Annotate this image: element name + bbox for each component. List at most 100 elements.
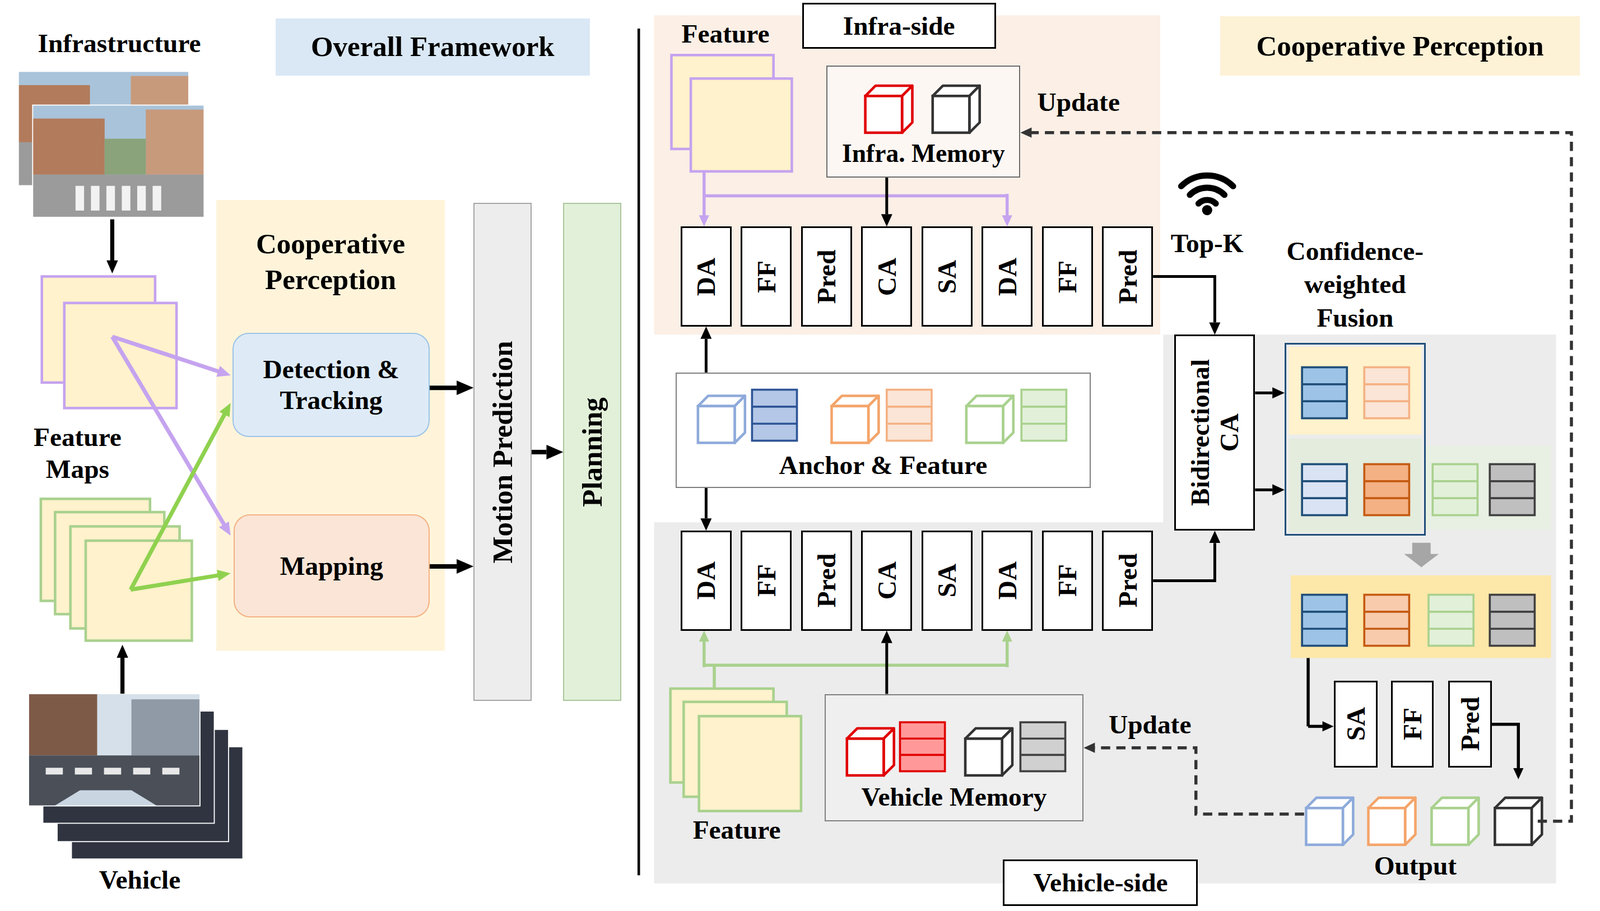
cube-side	[734, 395, 745, 443]
module-block: Pred	[801, 530, 853, 631]
module-block: FF	[1042, 226, 1093, 327]
photo-crosswalk	[75, 767, 93, 775]
module-block: Pred	[801, 226, 853, 327]
feature-stack	[1364, 463, 1409, 515]
feature-stack	[886, 389, 932, 441]
photo-building	[32, 118, 105, 175]
flow-wire	[1306, 657, 1310, 727]
connector-arrow	[885, 177, 888, 215]
flow-arrow-head	[1513, 768, 1524, 780]
cube-front	[865, 95, 903, 133]
feature-stack	[1489, 594, 1535, 646]
feature-arrow-head	[699, 215, 710, 227]
feature-stack-row	[1020, 737, 1065, 740]
node-label: Planning	[575, 397, 609, 508]
memory-box: Vehicle Memory	[824, 694, 1085, 822]
feature-stack-row	[1364, 496, 1409, 500]
flow-arrow	[1491, 724, 1519, 770]
merged-band	[1290, 575, 1551, 658]
module-block: Pred	[1101, 530, 1153, 631]
block-arrow	[1403, 542, 1439, 568]
feature-stack	[1021, 389, 1067, 441]
node-label: FF	[751, 260, 782, 293]
fusion-fill	[1288, 346, 1422, 435]
node-label: FF	[1397, 707, 1428, 741]
flow-arrow	[1308, 724, 1324, 728]
feature-stack-row	[1364, 383, 1409, 386]
feature-arrow-head	[219, 402, 231, 417]
cube-front	[1368, 807, 1406, 845]
cube-front	[1305, 807, 1343, 845]
update-arrow	[1094, 747, 1305, 815]
cube-front	[847, 738, 885, 776]
photo-frame	[32, 105, 204, 218]
photo-trees	[104, 138, 146, 175]
node-label: SA	[1340, 707, 1371, 742]
node-label: Anchor & Feature	[779, 449, 988, 481]
module-block: FF	[740, 226, 792, 327]
module-block: DA	[981, 226, 1033, 327]
feature-stack-row	[1301, 496, 1347, 500]
feature-stack-row	[1301, 400, 1347, 403]
feature-map	[699, 715, 802, 811]
feature-arrow	[702, 193, 706, 217]
feature-map	[690, 78, 792, 172]
cube-side	[1342, 797, 1353, 845]
title-band: Cooperative Perception	[1220, 16, 1580, 76]
flow-arrow-head	[106, 260, 118, 274]
cube-side	[1468, 797, 1479, 845]
feature-stack	[1364, 594, 1409, 646]
connector-arrow	[531, 449, 547, 455]
stage-bar: Motion Prediction	[473, 202, 532, 701]
box-heading: Confidence-weighted Fusion	[1271, 234, 1440, 335]
connector-arrow	[429, 385, 457, 390]
cube-front	[1431, 807, 1469, 845]
node-label: DA	[992, 561, 1023, 600]
wifi-arc	[1180, 175, 1234, 186]
cube-front	[1494, 807, 1532, 845]
node-label: CA	[871, 561, 902, 600]
feature-stack-row	[1489, 496, 1535, 500]
panel-heading: Vehicle-side	[1002, 859, 1198, 907]
update-arrow-head	[1083, 742, 1095, 753]
feature-stack	[1432, 463, 1478, 515]
feature-stack-row	[1301, 383, 1347, 386]
cube-side	[868, 395, 879, 443]
node-label: Pred	[1112, 249, 1143, 304]
photo-frame	[28, 693, 200, 806]
feature-stack-row	[900, 754, 946, 757]
connector-arrow	[885, 643, 888, 695]
cube-side	[901, 85, 913, 133]
module-block: DA	[680, 530, 732, 631]
feature-map	[64, 303, 177, 409]
cube-side	[883, 728, 894, 776]
feature-stack-row	[1432, 480, 1478, 483]
connector-arrow	[1152, 542, 1215, 581]
fusion-fill	[1425, 445, 1552, 530]
process-box: Detection & Tracking	[232, 332, 430, 437]
feature-stack-row	[1020, 754, 1065, 757]
photo-road	[32, 174, 204, 218]
module-block: Pred	[1448, 680, 1492, 768]
panel-fill	[654, 15, 1161, 335]
feature-wire	[712, 664, 716, 689]
cube-front	[965, 738, 1003, 776]
module-block: FF	[1391, 680, 1435, 768]
flow-arrow	[120, 656, 125, 694]
connector-arrow	[429, 564, 457, 569]
flow-arrow-head	[116, 644, 128, 658]
feature-stack-row	[1364, 400, 1409, 403]
feature-arrow	[130, 413, 225, 590]
divider-line	[637, 28, 641, 876]
feature-wire	[704, 194, 1008, 198]
feature-stack-row	[1489, 627, 1535, 630]
update-arrow-head	[1020, 127, 1032, 138]
feature-map	[85, 540, 192, 641]
feature-arrow	[1005, 640, 1009, 667]
photo-sky	[32, 105, 204, 218]
photo-road	[28, 755, 200, 806]
feature-arrow-head	[219, 521, 231, 536]
anchor-box: Anchor & Feature	[675, 372, 1091, 488]
module-block: DA	[981, 530, 1033, 631]
feature-stack-row	[1364, 627, 1409, 630]
